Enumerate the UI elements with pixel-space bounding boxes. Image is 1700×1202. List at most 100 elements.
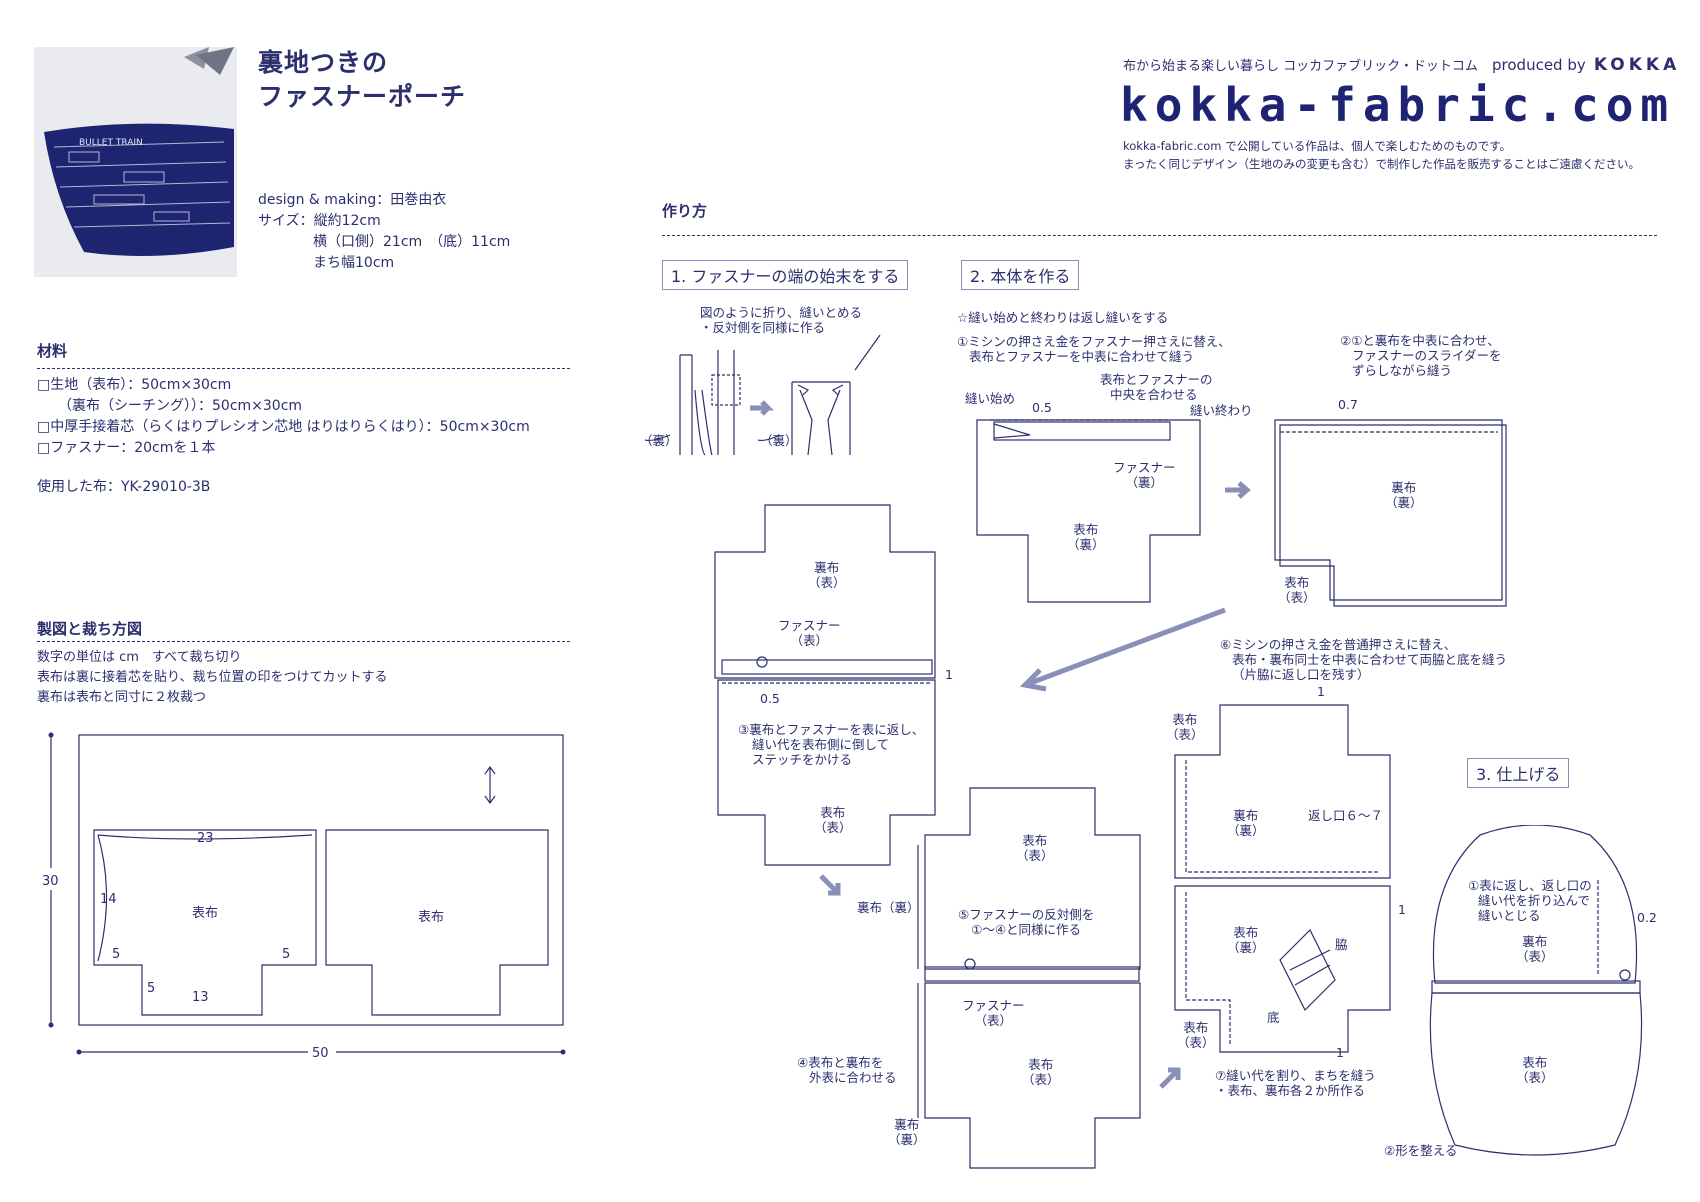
pattern-note-1: 数字の単位は cm すべて裁ち切り bbox=[37, 650, 242, 665]
sew-end: 縫い終わり bbox=[1190, 403, 1253, 418]
step2-3c: ステッチをかける bbox=[752, 752, 853, 767]
arrow-down-right bbox=[819, 874, 841, 896]
title-line-1: 裏地つきの bbox=[258, 48, 389, 77]
step2-piece-d bbox=[917, 787, 1141, 1169]
omote-label-e2: 表布 bbox=[1183, 1020, 1209, 1035]
ura-front-e-top: （表） bbox=[1166, 727, 1204, 742]
step2-title: 2. 本体を作る bbox=[961, 260, 1080, 290]
step3-pouch bbox=[1429, 825, 1643, 1156]
omote-label-c: 表布 bbox=[820, 805, 846, 820]
sew-start: 縫い始め bbox=[965, 391, 1016, 406]
step2-6c: （片脇に返し口を残す） bbox=[1232, 667, 1370, 682]
step2-piece-a bbox=[976, 419, 1201, 603]
center-a: 表布とファスナーの bbox=[1100, 372, 1213, 387]
bottom-label: 底 bbox=[1267, 1010, 1280, 1025]
ura-label-b: 裏布 bbox=[1391, 480, 1417, 495]
ura-back-e: （裏） bbox=[1227, 823, 1265, 838]
omote-front-c: （表） bbox=[814, 820, 852, 835]
arrow-right-1 bbox=[1225, 481, 1251, 499]
omote-front-d2: （表） bbox=[1022, 1072, 1060, 1087]
ura-front-c: （表） bbox=[808, 575, 846, 590]
arrow-diagonal bbox=[1019, 607, 1226, 692]
dim-1-e-top: 1 bbox=[1317, 684, 1325, 699]
step2-5a: ⑤ファスナーの反対側を bbox=[958, 907, 1095, 922]
step3-1b: 縫い代を折り込んで bbox=[1478, 893, 1590, 908]
brand-logo[interactable]: kokka-fabric.com bbox=[1120, 78, 1676, 132]
zipper-front-c: （表） bbox=[790, 633, 829, 648]
dim-corner-right: 5 bbox=[282, 947, 290, 962]
title-line-2: ファスナーポーチ bbox=[258, 82, 467, 111]
ura-label-e: 裏布 bbox=[1233, 808, 1259, 823]
zipper-label-d: ファスナー bbox=[962, 998, 1025, 1013]
ura-back-d2: （裏） bbox=[888, 1132, 926, 1147]
step2-piece-e bbox=[1174, 704, 1391, 1053]
dim-corner-bottom: 5 bbox=[147, 981, 155, 996]
step2-piece-b bbox=[1274, 419, 1507, 607]
step2-2c: ずらしながら縫う bbox=[1352, 363, 1453, 378]
material-item-3: □中厚手接着芯（らくはりプレシオン芯地 はりはりらくはり）：50cm×30cm bbox=[37, 419, 530, 435]
dim-bottom: 13 bbox=[192, 990, 209, 1005]
ura-back-b: （裏） bbox=[1385, 495, 1423, 510]
omote-label-d: 表布 bbox=[1022, 833, 1048, 848]
dim-07: 0.7 bbox=[1338, 397, 1358, 412]
dim-top: 23 bbox=[197, 831, 214, 846]
svg-text:BULLET TRAIN: BULLET TRAIN bbox=[79, 138, 143, 148]
step2-2a: ②①と裏布を中表に合わせ、 bbox=[1340, 333, 1500, 348]
howto-heading: 作り方 bbox=[662, 202, 708, 220]
omote-label-a: 表布 bbox=[1073, 522, 1099, 537]
pattern-divider bbox=[37, 641, 570, 642]
step2-2b: ファスナーのスライダーを bbox=[1352, 348, 1502, 363]
zipper-label-c: ファスナー bbox=[778, 618, 841, 633]
dim-height: 30 bbox=[42, 874, 59, 889]
howto-divider bbox=[662, 235, 1657, 236]
dim-1-c: 1 bbox=[945, 667, 953, 682]
step1-back-label-1: （裏） bbox=[640, 433, 678, 448]
return-opening: 返し口６～７ bbox=[1308, 808, 1384, 823]
dim-corner-left: 5 bbox=[112, 947, 120, 962]
ura-label-3: 裏布 bbox=[1522, 934, 1548, 949]
step2-piece-c bbox=[714, 504, 936, 866]
omote-back-a: （裏） bbox=[1067, 537, 1105, 552]
piece-label-left: 表布 bbox=[192, 906, 218, 921]
step1-title: 1. ファスナーの端の始末をする bbox=[662, 260, 909, 290]
step2-6b: 表布・裏布同士を中表に合わせて両脇と底を縫う bbox=[1232, 652, 1508, 667]
step3-1a: ①表に返し、返し口の bbox=[1468, 878, 1592, 893]
dim-1-e-side: 1 bbox=[1398, 902, 1406, 917]
pattern-heading: 製図と裁ち方図 bbox=[37, 620, 143, 638]
company-name: KOKKA bbox=[1593, 55, 1681, 75]
step3-2: ②形を整える bbox=[1384, 1143, 1458, 1158]
ura-label-d: 裏布 bbox=[894, 1117, 920, 1132]
step2-3a: ③裏布とファスナーを表に返し、 bbox=[738, 722, 925, 737]
omote-back-e: （裏） bbox=[1227, 940, 1265, 955]
piece-label-right: 表布 bbox=[418, 910, 444, 925]
step1-note-1: 図のように折り、縫いとめる bbox=[700, 305, 863, 320]
step2-6a: ⑥ミシンの押さえ金を普通押さえに替え、 bbox=[1220, 637, 1457, 652]
size-line-3: まち幅10cm bbox=[313, 255, 395, 271]
zipper-back-a: （裏） bbox=[1125, 475, 1164, 490]
step2-note: ☆縫い始めと終わりは返し縫いをする bbox=[957, 310, 1169, 325]
center-b: 中央を合わせる bbox=[1110, 387, 1198, 402]
step2-4b: 外表に合わせる bbox=[809, 1070, 897, 1085]
omote-front-3: （表） bbox=[1516, 1070, 1554, 1085]
step2-1b: 表布とファスナーを中表に合わせて縫う bbox=[969, 349, 1195, 364]
pattern-note-2: 表布は裏に接着芯を貼り、裁ち位置の印をつけてカットする bbox=[37, 670, 388, 685]
step2-3b: 縫い代を表布側に倒して bbox=[752, 737, 890, 752]
zipper-front-d: （表） bbox=[974, 1013, 1013, 1028]
size-line-2: 横（口側）21cm （底）11cm bbox=[313, 234, 511, 250]
omote-front-b: （表） bbox=[1278, 590, 1316, 605]
step1-note-2: ・反対側を同様に作る bbox=[700, 320, 826, 335]
step3-title: 3. 仕上げる bbox=[1467, 758, 1570, 788]
size-line-1: サイズ：縦約12cm bbox=[258, 213, 381, 229]
step1-back-label-2: （裏） bbox=[760, 433, 798, 448]
step2-4a: ④表布と裏布を bbox=[797, 1055, 884, 1070]
pattern-note-3: 裏布は表布と同寸に２枚裁つ bbox=[37, 690, 207, 705]
fabric-used: 使用した布：YK-29010-3B bbox=[37, 479, 211, 495]
material-item-4: □ファスナー：20cmを１本 bbox=[37, 440, 216, 456]
produced-by: produced by bbox=[1492, 56, 1586, 74]
ura-label-e-top: 表布 bbox=[1172, 712, 1198, 727]
step2-5b: ①～④と同様に作る bbox=[971, 922, 1082, 937]
step2-1a: ①ミシンの押さえ金をファスナー押さえに替え、 bbox=[957, 334, 1231, 349]
dim-width: 50 bbox=[312, 1046, 329, 1061]
material-item-2: （裏布（シーチング））：50cm×30cm bbox=[37, 398, 303, 414]
product-photo: BULLET TRAIN bbox=[34, 47, 237, 277]
